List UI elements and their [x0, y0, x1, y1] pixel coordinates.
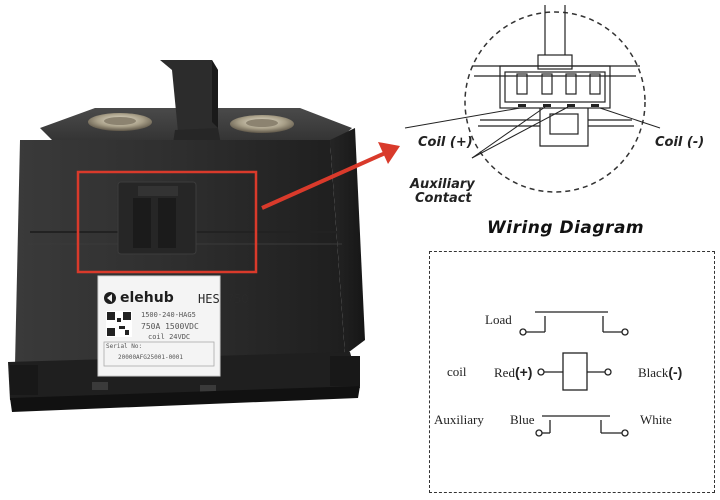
label-blue: Blue [510, 412, 535, 427]
callout-coil-minus: Coil (-) [655, 135, 705, 150]
label-black: Black(-) [638, 364, 683, 380]
coil-symbol [537, 352, 612, 391]
rating-text: 750A 1500VDC [141, 322, 199, 331]
housing-side [330, 128, 365, 355]
wiring-diagram-title: Wiring Diagram [487, 218, 645, 238]
highlight-box [76, 170, 258, 274]
serial-label: Serial No: [106, 343, 143, 350]
label-red: Red(+) [494, 364, 533, 380]
label-load: Load [485, 312, 512, 327]
contactor-photo [8, 60, 365, 412]
serial-number: 20000AFG25001-0001 [118, 354, 184, 361]
connector-tab [160, 60, 218, 132]
label-white: White [640, 412, 672, 427]
callout-contact: Contact [415, 191, 472, 206]
label-coil: coil [447, 364, 467, 379]
callout-arrow [261, 148, 393, 210]
load-contact [519, 311, 629, 336]
model-number: HES-750 [198, 292, 249, 306]
callout-coil-plus: Coil (+) [418, 135, 473, 150]
auxiliary-contact [535, 415, 629, 437]
zoom-circle [464, 11, 646, 193]
coil-rating: coil 24VDC [148, 333, 191, 341]
wiring-diagram-box [429, 251, 715, 493]
part-number: 1500-240-HAG5 [141, 311, 196, 319]
label-auxiliary: Auxiliary [434, 412, 484, 427]
brand-name: elehub [120, 290, 174, 306]
connector-closeup [472, 5, 640, 147]
callout-auxiliary: Auxiliary [410, 177, 475, 192]
